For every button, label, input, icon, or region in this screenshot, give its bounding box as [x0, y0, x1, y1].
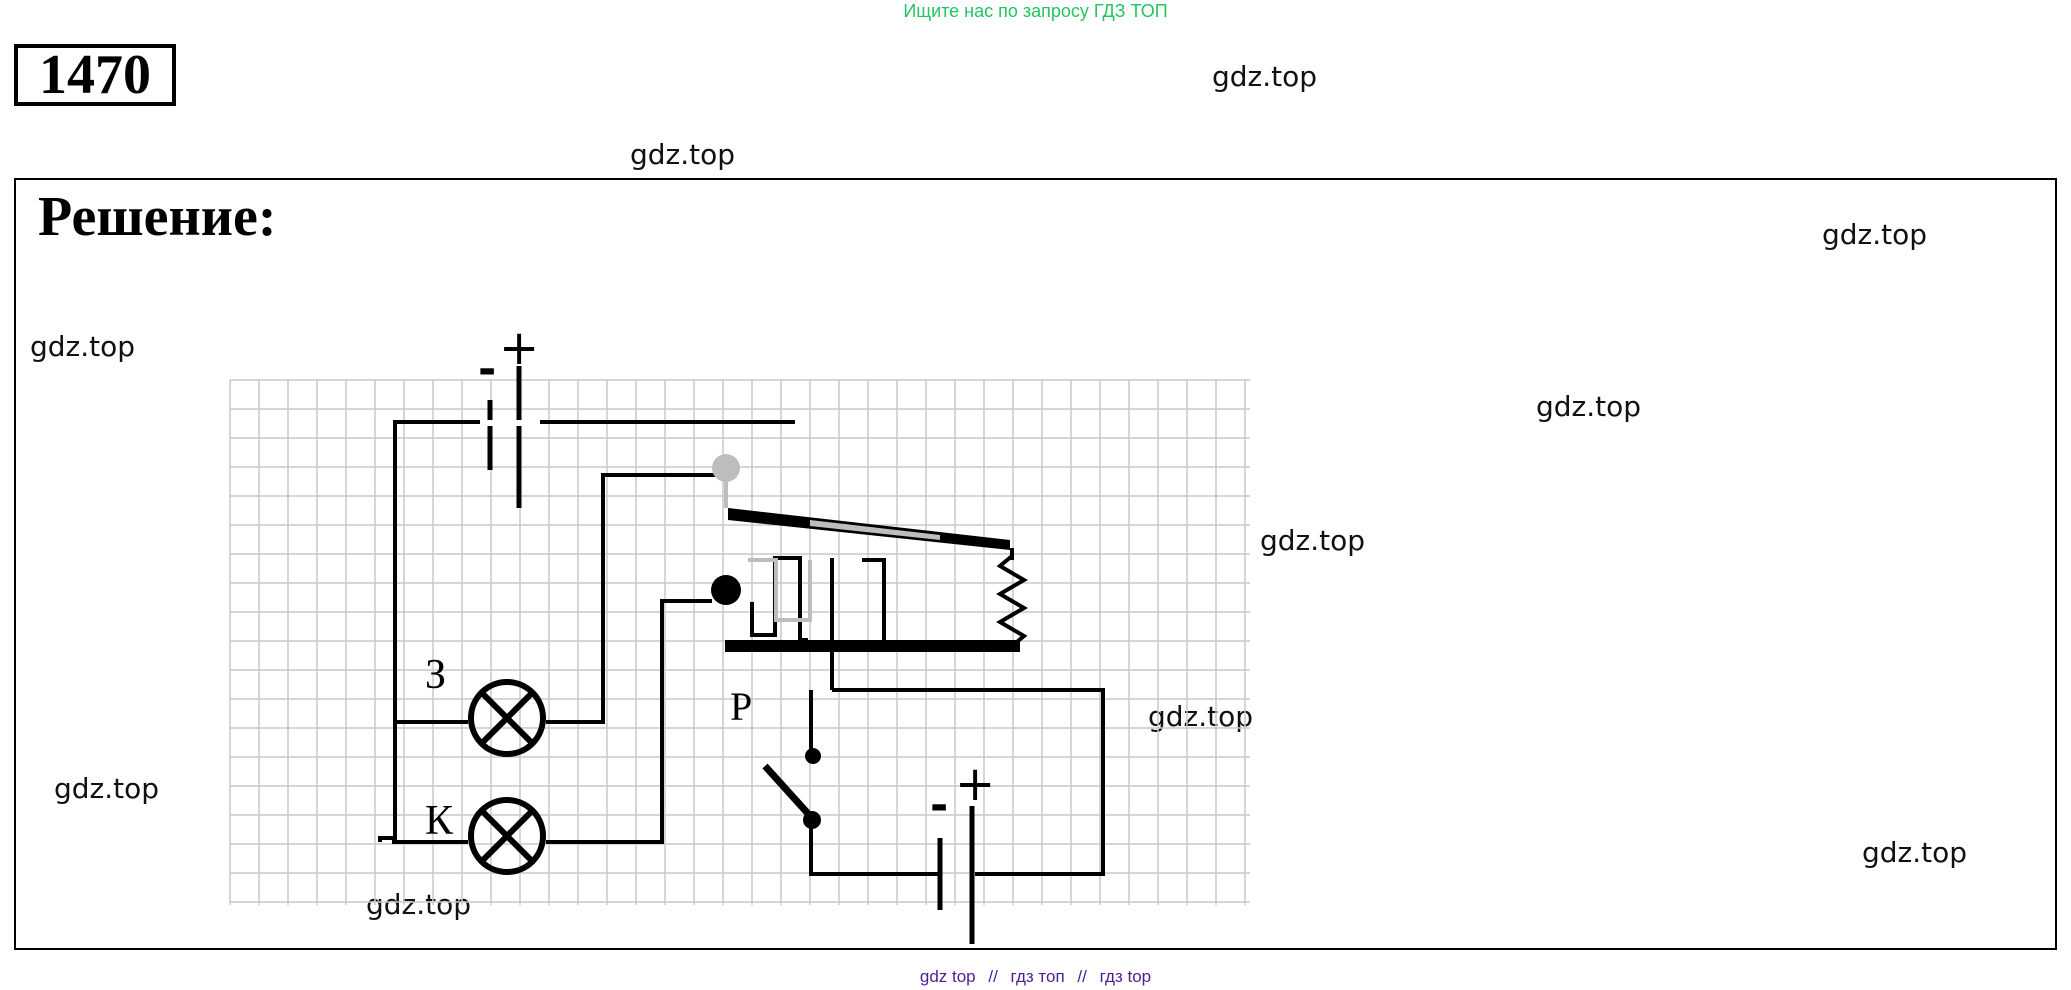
- watermark: gdz.top: [366, 888, 472, 921]
- watermark: gdz.top: [54, 772, 160, 805]
- switch-lever: [762, 763, 815, 821]
- watermark: gdz.top: [1862, 836, 1968, 869]
- lamp-k-label: К: [425, 798, 454, 844]
- task-number: 1470: [14, 44, 176, 106]
- watermark: gdz.top: [1212, 60, 1318, 93]
- wire-relay-coil: [750, 556, 808, 642]
- solution-box: [14, 178, 2057, 950]
- contact-lower: [711, 575, 741, 605]
- top-banner: Ищите нас по запросу ГДЗ ТОП: [903, 1, 1168, 21]
- wire-switch-to-battery: [809, 816, 940, 876]
- battery-top-cover: [480, 420, 540, 426]
- solution-heading: Решение:: [38, 186, 277, 248]
- wire-lamp-k-right: [546, 599, 712, 844]
- contact-upper: [712, 454, 740, 482]
- footer-links: gdz top // гдз топ // гдз top: [0, 966, 2071, 988]
- footer-separator: //: [1077, 967, 1087, 986]
- relay-armature-highlight: [810, 520, 940, 540]
- lamp-k: [468, 797, 546, 875]
- battery-bottom-minus-label: -: [930, 780, 948, 831]
- battery-bottom-plus-label: +: [955, 756, 995, 812]
- switch-terminal-top: [805, 748, 821, 764]
- relay-base: [725, 640, 1020, 652]
- footer-link-2[interactable]: гдз топ: [1010, 967, 1065, 986]
- battery-top-minus-label: -: [478, 344, 496, 395]
- lamp-z-label: З: [425, 652, 446, 698]
- watermark: gdz.top: [1536, 390, 1642, 423]
- watermark: gdz.top: [630, 138, 736, 171]
- watermark: gdz.top: [1260, 524, 1366, 557]
- watermark: gdz.top: [30, 330, 136, 363]
- footer-separator: //: [988, 967, 998, 986]
- wire-relay-to-battery: [832, 688, 1105, 876]
- battery-top-plus-label: +: [499, 320, 539, 376]
- relay-spring: [996, 554, 1028, 648]
- wire-lamp-z-right: [546, 473, 725, 724]
- relay-label: Р: [730, 684, 752, 729]
- footer-link-3[interactable]: гдз top: [1099, 967, 1152, 986]
- wire-relay-coil-2: [862, 558, 886, 640]
- relay-coil-frame: [748, 558, 812, 622]
- watermark: gdz.top: [1822, 218, 1928, 251]
- switch-terminal-bottom: [803, 811, 821, 829]
- lamp-z: [468, 679, 546, 757]
- footer-link-1[interactable]: gdz top: [919, 967, 976, 986]
